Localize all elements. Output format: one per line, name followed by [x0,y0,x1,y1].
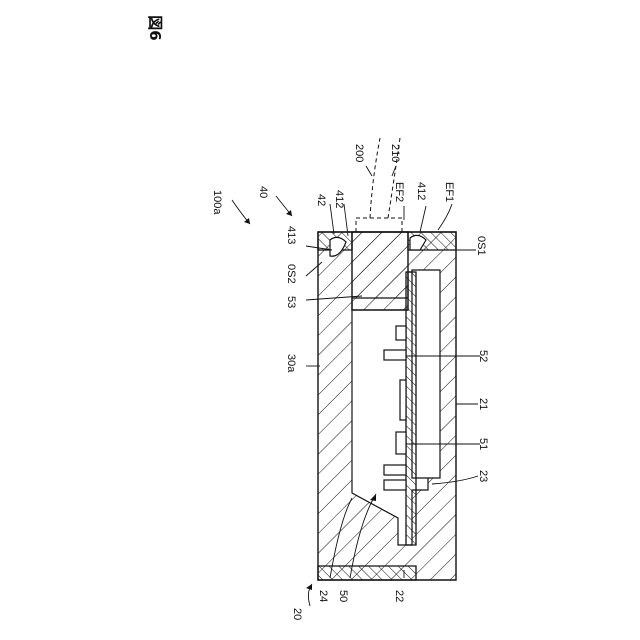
label-50: 50 [337,590,349,602]
figure-title: 図6 [146,15,164,40]
label-0S2: 0S2 [285,264,297,284]
element-200 [356,218,402,232]
label-412a: 412 [333,190,345,208]
label-42: 42 [315,194,327,206]
label-210: 210 [389,144,401,162]
label-51: 51 [477,438,489,450]
component [384,480,406,490]
label-100a: 100a [211,190,223,215]
leader-412a [344,204,348,236]
label-413: 413 [285,226,297,244]
label-30a: 30a [285,354,297,373]
label-23: 23 [477,470,489,482]
label-22: 22 [393,590,405,602]
component [384,465,406,475]
label-412b: 412 [415,182,427,200]
label-21: 21 [477,398,489,410]
component-51 [396,432,406,454]
label-EF1: EF1 [443,182,455,202]
leader-210 [392,166,396,176]
leader-EF1 [438,204,452,230]
label-EF2: EF2 [393,182,405,202]
label-52: 52 [477,350,489,362]
component [384,350,406,360]
label-53: 53 [285,296,297,308]
label-20: 20 [291,608,303,620]
circuit-board [406,272,416,545]
cover-22 [318,566,416,580]
label-0S1: 0S1 [475,236,487,256]
label-200: 200 [353,144,365,162]
leader-42 [330,204,334,234]
leader-200 [366,166,372,176]
label-40: 40 [257,186,269,198]
leader-412b [420,206,426,232]
component-52 [396,326,406,340]
component [400,380,406,420]
block-53 [352,232,408,310]
label-24: 24 [317,590,329,602]
